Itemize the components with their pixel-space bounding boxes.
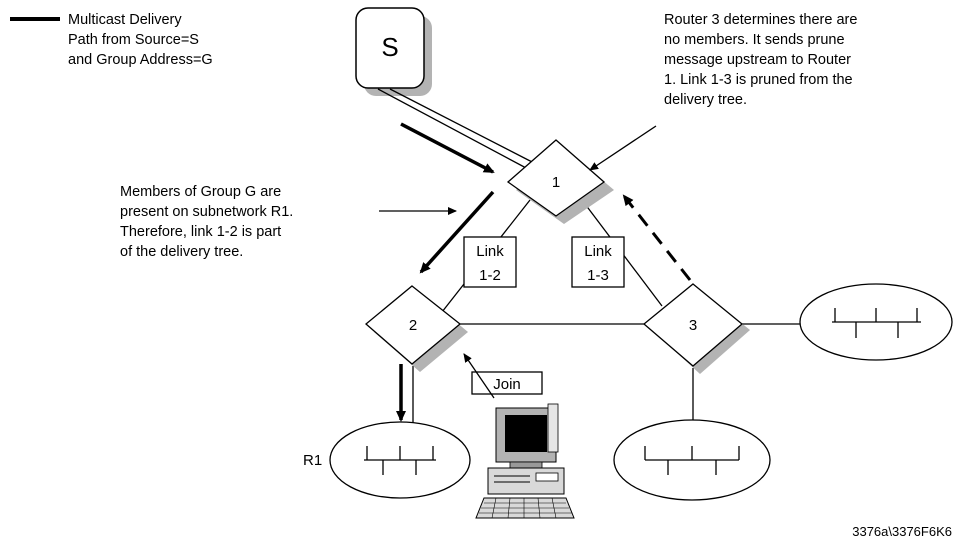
legend-line-2: Path from Source=S	[68, 32, 199, 48]
link-1-2-label-line1: Link	[476, 243, 504, 260]
source-to-router1-link	[377, 88, 537, 170]
link-1-2-box: Link 1-2	[463, 236, 517, 288]
legend-line-1: Multicast Delivery	[68, 12, 182, 28]
router-2-label: 2	[409, 317, 417, 334]
join-label: Join	[493, 376, 521, 393]
members-note-line-3: Therefore, link 1-2 is part	[120, 224, 281, 240]
figure-id: 3376a\3376F6K6	[852, 524, 952, 539]
source-box	[355, 7, 425, 89]
join-box	[471, 371, 543, 395]
source-node: S	[355, 7, 432, 96]
members-note-line-1: Members of Group G are	[120, 184, 281, 200]
router-2: 2	[364, 285, 468, 372]
router3-note-line-5: delivery tree.	[664, 92, 747, 108]
members-note: Members of Group G are present on subnet…	[120, 184, 293, 260]
link-1-3-label-line1: Link	[584, 243, 612, 260]
callout-arrow-router3-note	[589, 125, 657, 171]
link-1-2-label-line2: 1-2	[479, 267, 501, 284]
workstation-icon	[475, 403, 575, 519]
subnetwork-bus-icon	[364, 446, 436, 475]
prune-arrow-r3-to-r1	[622, 194, 692, 281]
link-1-3-label-line2: 1-3	[587, 267, 609, 284]
router-1-diamond	[506, 139, 606, 217]
router3-note-line-2: no members. It sends prune	[664, 32, 845, 48]
source-label: S	[381, 32, 398, 62]
router3-note: Router 3 determines there are no members…	[664, 12, 857, 108]
delivery-arrow-s-to-r1	[400, 122, 495, 174]
router3-note-line-3: message upstream to Router	[664, 52, 851, 68]
subnet-right	[799, 283, 953, 361]
join-message: Join	[463, 353, 543, 399]
router-3-label: 3	[689, 317, 697, 334]
subnet-bottom	[613, 419, 771, 501]
legend-line-3: and Group Address=G	[68, 52, 213, 68]
members-note-line-2: present on subnetwork R1.	[120, 204, 293, 220]
legend: Multicast Delivery Path from Source=S an…	[10, 12, 213, 68]
subnetwork-bus-icon	[832, 308, 921, 338]
delivery-arrow-r1-to-r2	[419, 190, 495, 274]
router-3: 3	[642, 283, 750, 374]
router-2-diamond	[364, 285, 462, 365]
router-1-label: 1	[552, 174, 560, 191]
subnet-r1-label: R1	[303, 452, 322, 469]
join-arrow	[463, 353, 495, 399]
link-1-3-box: Link 1-3	[571, 236, 625, 288]
router3-note-line-4: 1. Link 1-3 is pruned from the	[664, 72, 853, 88]
router-3-diamond	[642, 283, 744, 367]
subnetwork-bus-icon	[644, 446, 740, 475]
router3-note-line-1: Router 3 determines there are	[664, 12, 857, 28]
members-note-line-4: of the delivery tree.	[120, 244, 243, 260]
router-1: 1	[506, 139, 614, 224]
subnet-r1	[329, 421, 471, 499]
